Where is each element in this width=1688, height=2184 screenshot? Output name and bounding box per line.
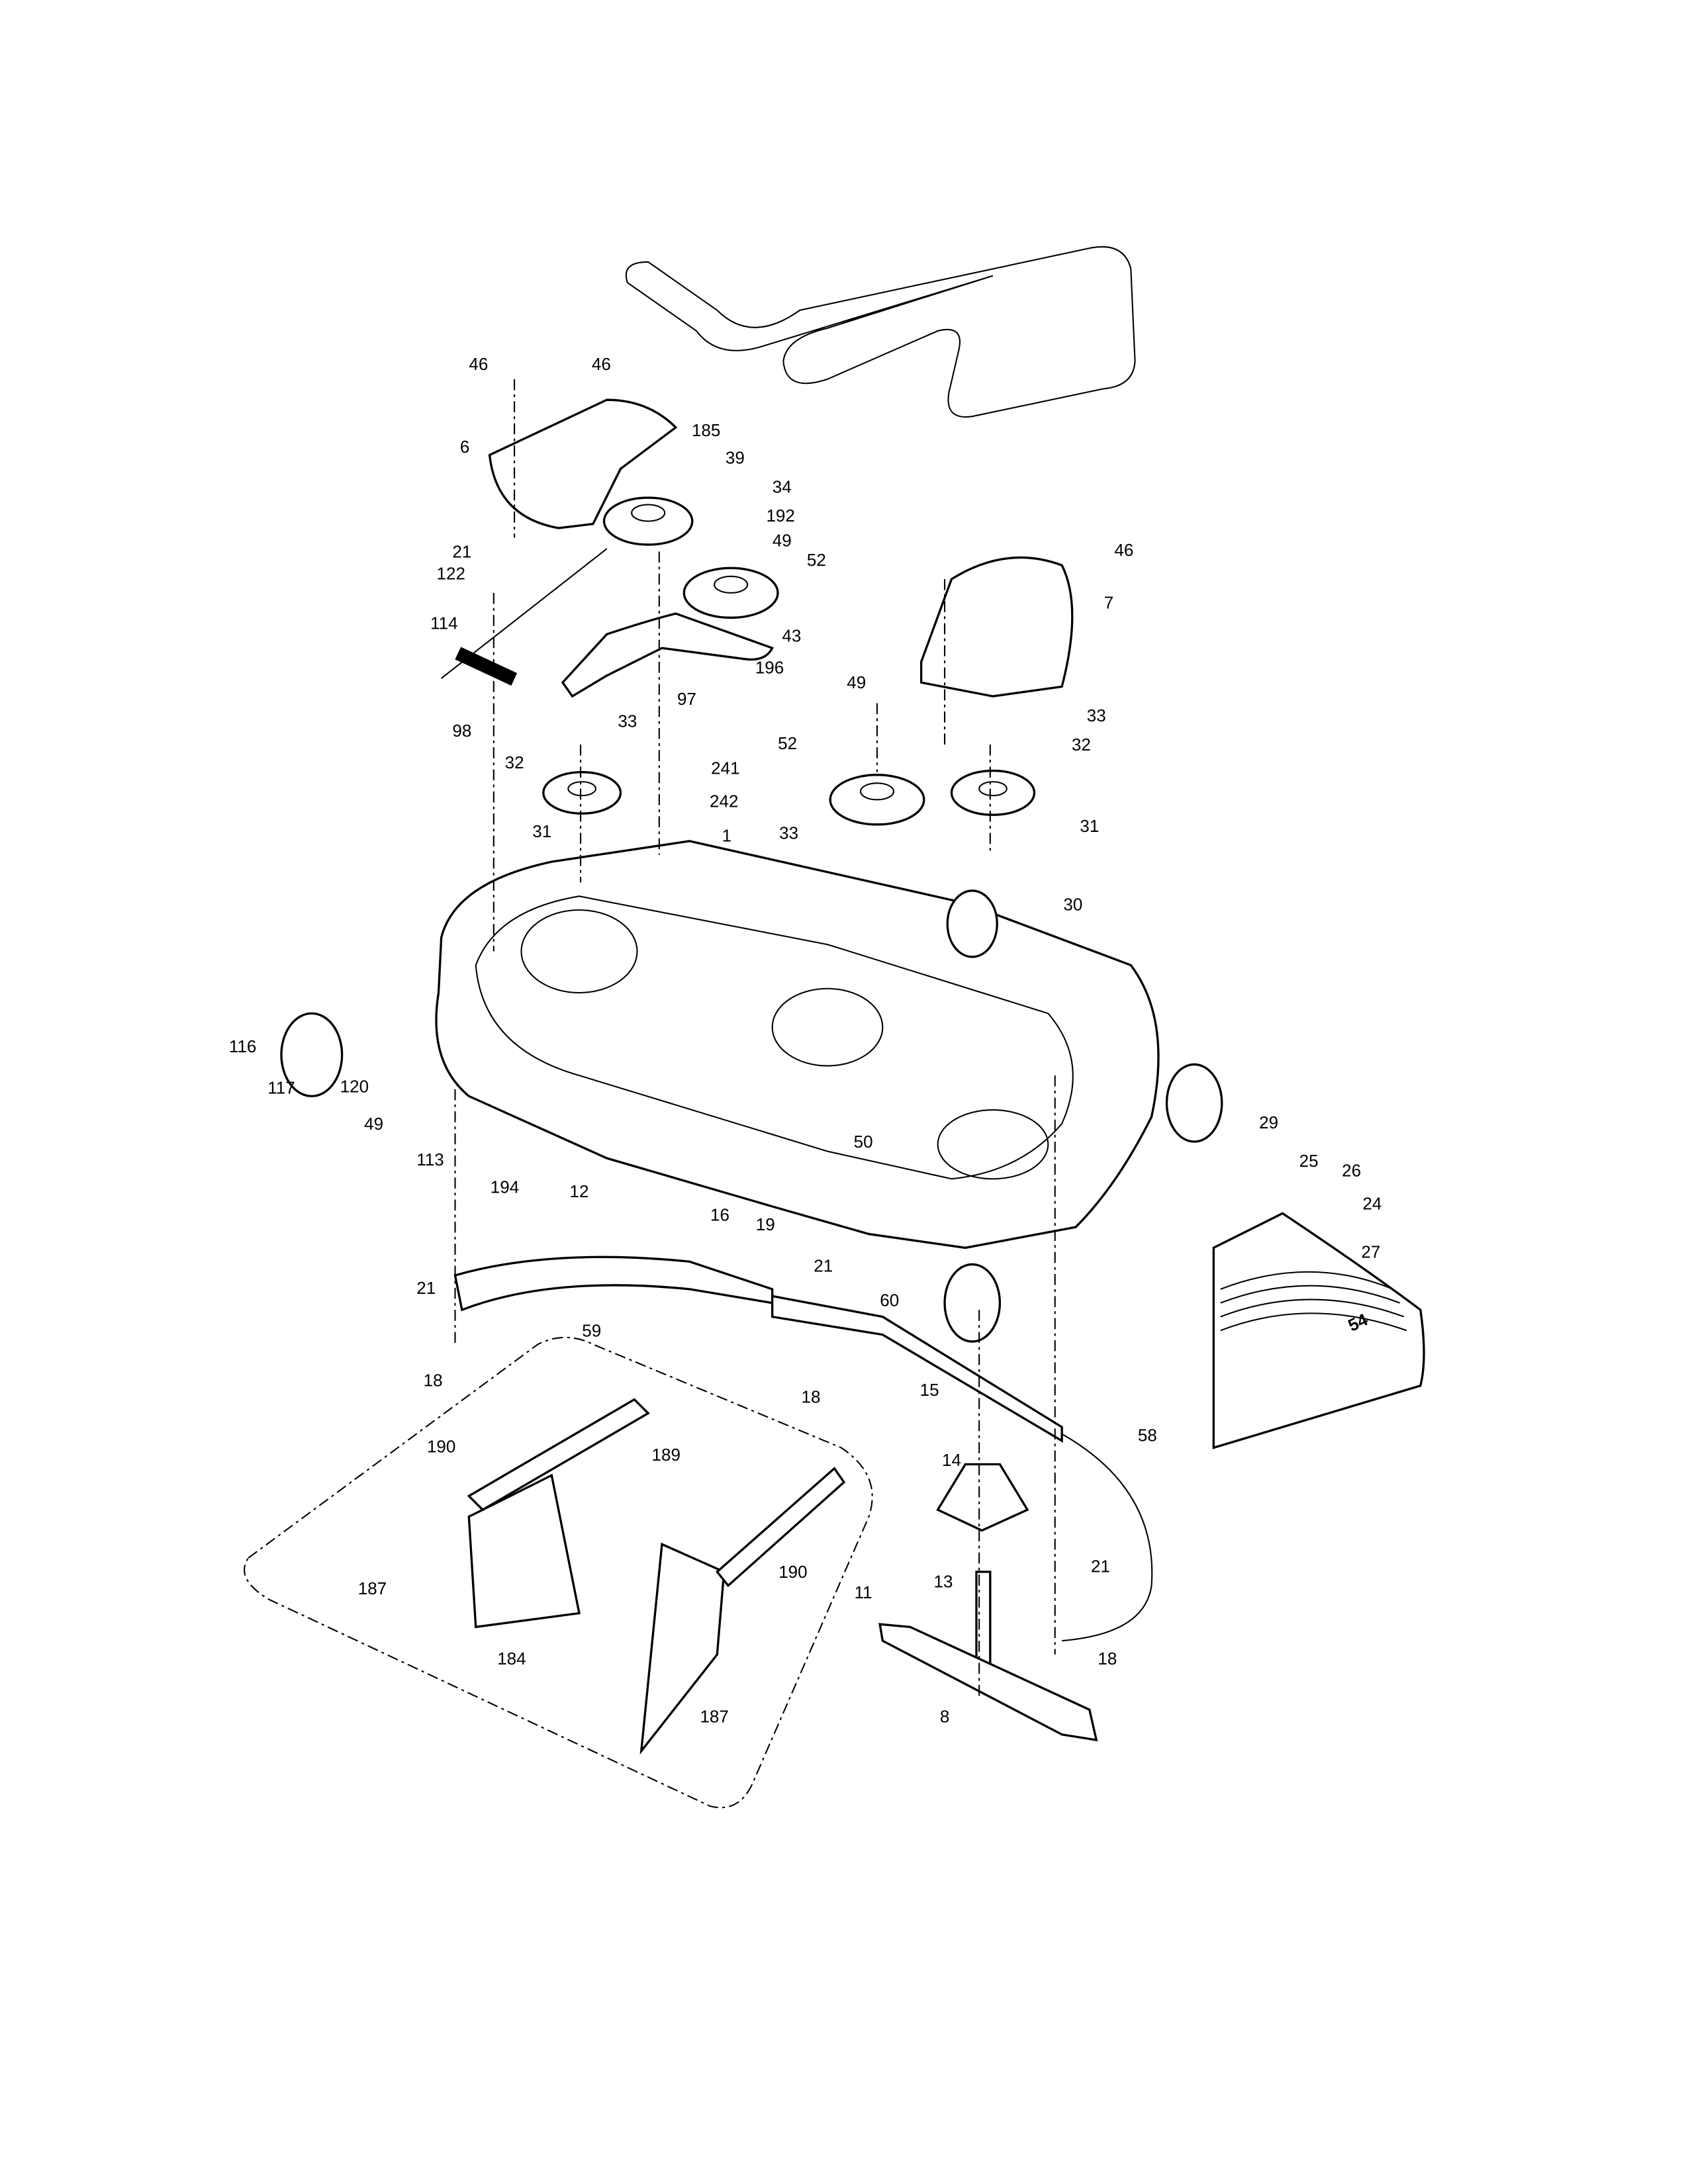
gauge-wheels <box>280 889 1223 1343</box>
callout-46: 46 <box>592 354 611 374</box>
callout-114: 114 <box>430 614 458 633</box>
discharge-chute <box>1212 1212 1425 1449</box>
callout-21: 21 <box>1091 1557 1110 1576</box>
callout-14: 14 <box>942 1450 961 1470</box>
belt-cover-left <box>488 398 678 529</box>
callout-52: 52 <box>807 550 826 570</box>
spindle-assembly <box>936 1463 1029 1532</box>
callout-15: 15 <box>920 1380 939 1400</box>
callout-21: 21 <box>452 541 471 561</box>
callout-1: 1 <box>722 825 731 845</box>
callout-29: 29 <box>1259 1113 1278 1132</box>
callout-189: 189 <box>652 1445 680 1465</box>
callout-60: 60 <box>880 1291 899 1310</box>
callout-192: 192 <box>766 506 794 525</box>
tension-spring <box>455 647 518 686</box>
pulleys <box>542 496 1036 826</box>
callout-190: 190 <box>427 1436 455 1456</box>
callout-8: 8 <box>940 1707 949 1727</box>
deck-inner-rim <box>475 895 1074 1180</box>
callout-11: 11 <box>855 1582 872 1602</box>
callout-117: 117 <box>267 1078 295 1098</box>
callout-50: 50 <box>854 1132 873 1152</box>
callout-32: 32 <box>1072 735 1091 754</box>
callout-59: 59 <box>582 1320 601 1340</box>
callout-184: 184 <box>497 1649 526 1668</box>
callout-46: 46 <box>469 354 488 374</box>
callout-122: 122 <box>437 564 465 584</box>
callout-24: 24 <box>1362 1194 1382 1214</box>
mower-deck <box>435 840 1160 1250</box>
callout-21: 21 <box>814 1255 833 1275</box>
callout-98: 98 <box>452 721 471 741</box>
tension-rod <box>441 548 608 679</box>
inset-boundary <box>244 1336 873 1809</box>
callout-33: 33 <box>1087 705 1106 725</box>
callout-39: 39 <box>726 448 745 468</box>
callout-33: 33 <box>779 823 798 842</box>
callout-12: 12 <box>570 1181 589 1201</box>
mower-blade <box>878 1623 1098 1742</box>
callout-49: 49 <box>847 672 866 692</box>
callout-32: 32 <box>505 752 524 772</box>
callout-196: 196 <box>755 657 784 677</box>
callout-33: 33 <box>618 711 637 731</box>
callout-120: 120 <box>340 1077 369 1097</box>
drive-belt <box>625 246 1136 418</box>
hanger-brackets <box>467 1398 846 1755</box>
callout-19: 19 <box>756 1214 775 1234</box>
callout-6: 6 <box>460 437 469 457</box>
callout-18: 18 <box>802 1387 821 1406</box>
callout-241: 241 <box>711 758 739 778</box>
callout-31: 31 <box>1080 816 1099 836</box>
callout-113: 113 <box>416 1150 444 1169</box>
callout-31: 31 <box>532 821 551 841</box>
callout-13: 13 <box>934 1572 953 1592</box>
callout-58: 58 <box>1138 1426 1157 1445</box>
callout-187: 187 <box>700 1707 728 1727</box>
callout-187: 187 <box>358 1578 387 1598</box>
callout-49: 49 <box>773 531 792 551</box>
callout-18: 18 <box>424 1370 443 1390</box>
callout-190: 190 <box>778 1562 807 1582</box>
callout-43: 43 <box>782 625 801 645</box>
spindle-housing-right <box>937 1109 1049 1180</box>
callout-7: 7 <box>1104 592 1113 612</box>
assembly-centerlines <box>454 379 1056 1696</box>
callout-97: 97 <box>677 689 696 709</box>
spindle-housing-center <box>771 987 884 1067</box>
callout-30: 30 <box>1063 895 1082 915</box>
belt-cover-right <box>920 556 1074 698</box>
baffle-right <box>1061 1433 1153 1642</box>
callout-21: 21 <box>416 1278 436 1298</box>
baffle-left <box>453 1255 774 1312</box>
baffle-center <box>771 1295 1063 1443</box>
callout-18: 18 <box>1098 1649 1117 1668</box>
callout-34: 34 <box>773 477 792 496</box>
callout-116: 116 <box>229 1036 257 1056</box>
callout-26: 26 <box>1342 1161 1361 1181</box>
chute-ribs <box>1220 1271 1407 1332</box>
callout-185: 185 <box>692 420 720 440</box>
callout-52: 52 <box>778 733 797 753</box>
callout-194: 194 <box>491 1177 519 1197</box>
callout-25: 25 <box>1299 1151 1319 1171</box>
callout-46: 46 <box>1114 540 1133 560</box>
callout-27: 27 <box>1361 1242 1380 1262</box>
callout-16: 16 <box>710 1205 729 1224</box>
callout-49: 49 <box>364 1114 383 1134</box>
callout-242: 242 <box>710 791 738 811</box>
idler-bracket <box>561 612 774 698</box>
spindle-housing-left <box>520 909 638 994</box>
